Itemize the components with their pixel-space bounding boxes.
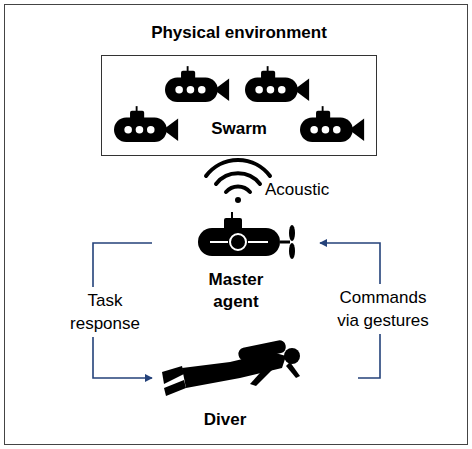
outer-frame bbox=[5, 5, 468, 445]
swarm-label: Swarm bbox=[102, 118, 376, 140]
diver-label: Diver bbox=[122, 409, 328, 431]
diver-node: Diver bbox=[152, 340, 358, 435]
diver-figure bbox=[162, 339, 300, 396]
edge-label: Commands via gestures bbox=[325, 284, 441, 334]
master-submarine bbox=[198, 212, 295, 259]
agent-label: Master agent bbox=[196, 269, 276, 313]
swarm-box: Physical environmentSwarm bbox=[101, 55, 377, 156]
master-agent-node: Master agent bbox=[152, 205, 320, 317]
edge-label: Task response bbox=[61, 287, 149, 337]
acoustic-signal bbox=[206, 160, 270, 203]
signal-label: Acoustic bbox=[265, 179, 329, 201]
environment-box: Physical environment bbox=[102, 22, 376, 44]
